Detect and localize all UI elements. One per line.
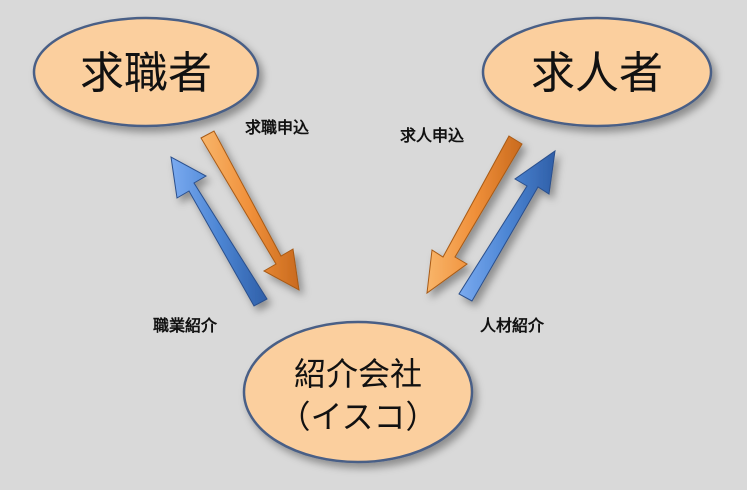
job-offer-application-arrow — [426, 135, 523, 295]
job-offer-application-label: 求人申込 — [400, 126, 464, 145]
job-introduction-arrow — [170, 156, 268, 307]
job-application-label: 求職申込 — [245, 118, 309, 137]
job-seeker-node: 求職者 — [32, 16, 260, 128]
job-seeker-label: 求職者 — [80, 48, 212, 99]
agency-label-line2: （イスコ） — [278, 398, 437, 436]
agency-label-line1: 紹介会社 — [294, 355, 422, 393]
employer-node: 求人者 — [481, 16, 713, 128]
personnel-introduction-label: 人材紹介 — [480, 316, 545, 335]
agency-node: 紹介会社 （イスコ） — [242, 320, 474, 464]
personnel-introduction-arrow — [458, 149, 556, 302]
job-introduction-label: 職業紹介 — [153, 316, 218, 335]
employer-label: 求人者 — [531, 48, 663, 99]
job-application-arrow — [200, 130, 300, 291]
